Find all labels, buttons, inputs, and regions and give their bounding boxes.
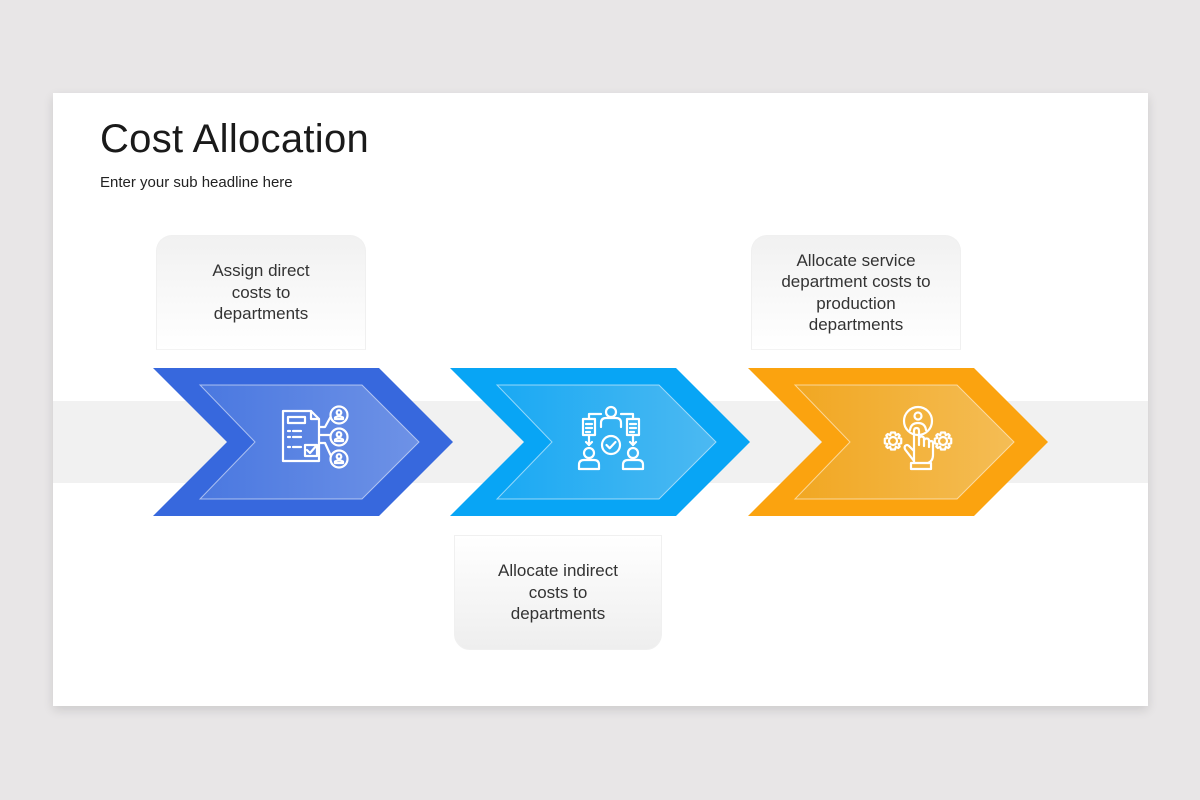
slide-subtitle: Enter your sub headline here [100, 174, 293, 191]
slide-title: Cost Allocation [100, 117, 370, 161]
step-3-description: Allocate service department costs to pro… [751, 235, 961, 350]
hand-touch-user-gears-icon [878, 403, 958, 483]
document-assign-users-icon [275, 403, 355, 483]
step-2-description: Allocate indirect costs to departments [454, 535, 662, 650]
chevron-step-2 [450, 368, 750, 516]
chevron-step-1 [153, 368, 453, 516]
step-1-text: Assign direct costs to departments [212, 261, 310, 324]
slide: Cost Allocation Enter your sub headline … [53, 93, 1148, 706]
step-3-text: Allocate service department costs to pro… [781, 250, 931, 335]
step-1-description: Assign direct costs to departments [156, 235, 366, 350]
step-2-text: Allocate indirect costs to departments [497, 561, 618, 624]
team-distribution-approval-icon [571, 403, 651, 483]
